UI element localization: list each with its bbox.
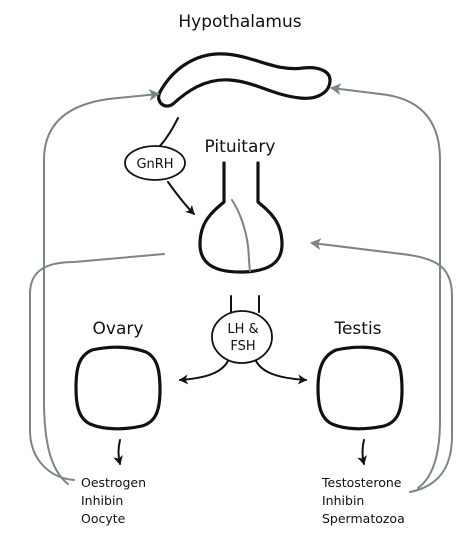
testis-output-arrow	[357, 439, 367, 465]
gnrh-label: GnRH	[136, 157, 173, 172]
testis-output-2: Inhibin	[322, 493, 364, 508]
ovary-output-3: Oocyte	[81, 511, 126, 526]
testis-output-1: Testosterone	[321, 475, 402, 490]
testis-label: Testis	[333, 319, 381, 339]
lh-fsh-oval	[211, 310, 273, 364]
ovary-shape	[74, 345, 162, 431]
hypothalamus-to-gnrh-line	[157, 117, 179, 149]
inner-right-feedback-line	[310, 238, 453, 493]
hypothalamus-shape	[157, 52, 332, 108]
lh-fsh-label-line2: FSH	[230, 339, 255, 354]
testis-shape	[316, 345, 404, 431]
ovary-output-arrow	[113, 439, 123, 465]
lh-fsh-to-testis-arrow	[255, 360, 307, 385]
testis-output-3: Spermatozoa	[322, 511, 405, 526]
gnrh-to-pituitary-arrow	[167, 181, 195, 215]
ovary-output-2: Inhibin	[81, 493, 123, 508]
lh-fsh-label-line1: LH &	[227, 322, 258, 337]
hypothalamus-label: Hypothalamus	[178, 12, 301, 32]
outer-right-feedback-line	[330, 83, 441, 489]
lh-fsh-to-ovary-arrow	[179, 360, 229, 385]
pituitary-inner-line	[231, 199, 251, 272]
gnrh-oval	[124, 145, 186, 181]
pituitary-shape	[198, 161, 284, 274]
inner-left-feedback-line	[29, 253, 165, 481]
outer-left-feedback-line	[43, 88, 160, 485]
ovary-output-1: Oestrogen	[81, 475, 146, 490]
pituitary-label: Pituitary	[205, 137, 276, 157]
ovary-label: Ovary	[93, 319, 144, 339]
